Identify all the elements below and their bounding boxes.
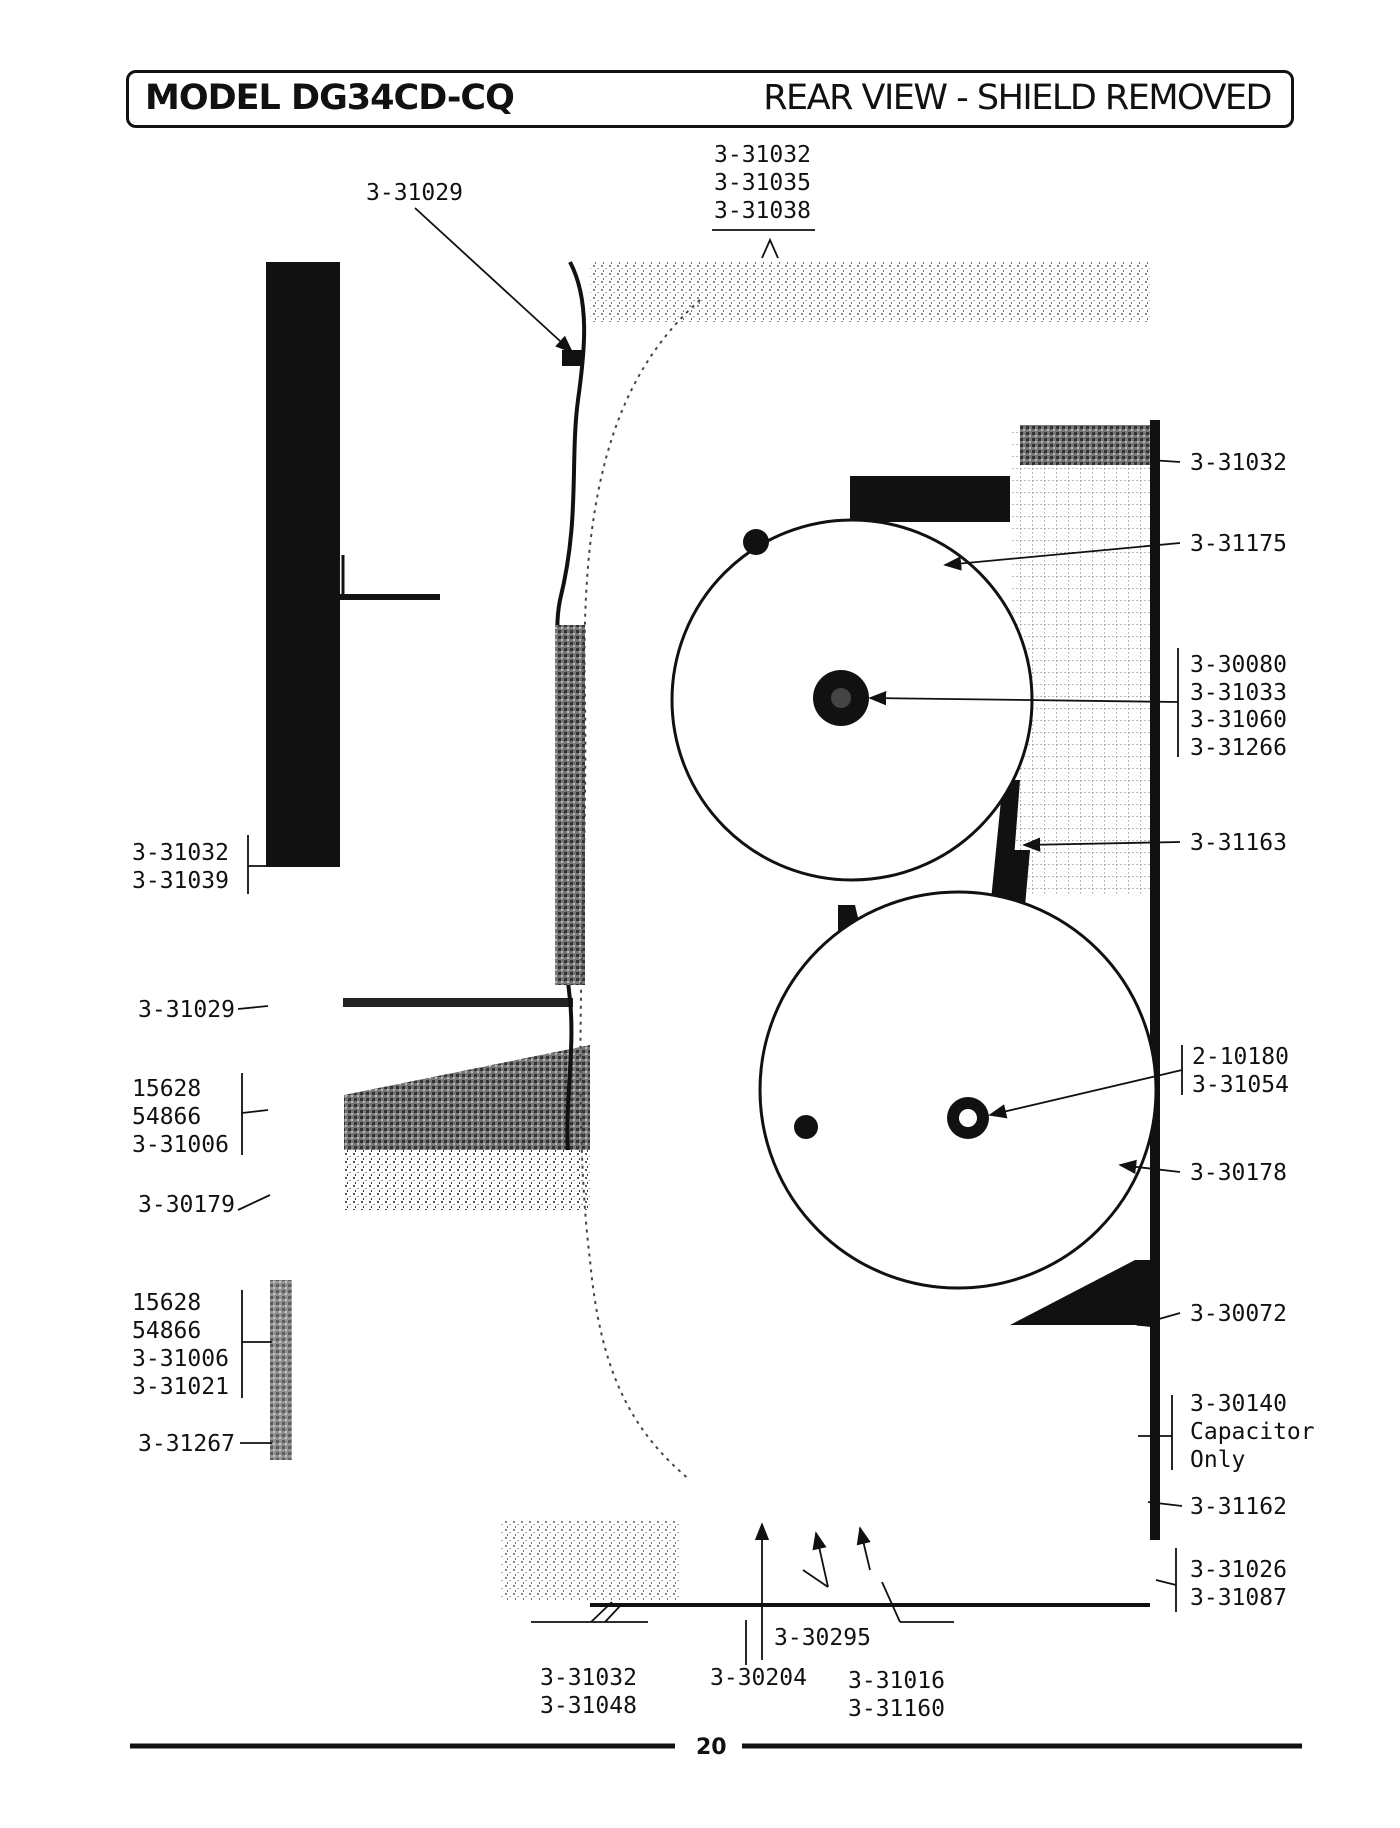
upper-pulley-hub-inner (831, 688, 851, 708)
callout-top-group-3: 3-31038 (714, 198, 811, 224)
callout-right-group-4-1: 3-31026 (1190, 1557, 1287, 1583)
leader-left-2 (237, 1194, 271, 1211)
callout-top-left: 3-31029 (366, 180, 463, 206)
left-edge-speckle (270, 1280, 292, 1460)
tub-outline (579, 299, 701, 1481)
header-frame: MODEL DG34CD-CQ REAR VIEW - SHIELD REMOV… (126, 70, 1294, 128)
model-title: MODEL DG34CD-CQ (145, 78, 515, 118)
upper-pulley-hole (743, 529, 769, 555)
callout-left-group-1-1: 3-31032 (132, 840, 229, 866)
left-panel-black (266, 262, 340, 867)
leader-bottom-group-1b (604, 1605, 621, 1623)
top-speckle-band (590, 262, 1150, 322)
callout-top-group-1: 3-31032 (714, 142, 811, 168)
callout-right-group-1-1: 3-30080 (1190, 652, 1287, 678)
callout-right-group-1-3: 3-31060 (1190, 707, 1287, 733)
view-title: REAR VIEW - SHIELD REMOVED (763, 78, 1272, 118)
callout-left-2: 3-30179 (138, 1192, 235, 1218)
callout-right-2: 3-31175 (1190, 531, 1287, 557)
upper-right-dark (850, 476, 1010, 522)
callout-right-5: 3-30072 (1190, 1301, 1287, 1327)
leader-right-6 (1147, 1501, 1183, 1507)
leader-right-1 (1149, 459, 1181, 463)
leader-top-group-arrow (761, 237, 779, 259)
callout-right-6: 3-31162 (1190, 1494, 1287, 1520)
callout-bottom-group-2-2: 3-31160 (848, 1696, 945, 1722)
callout-bottom-group-1-2: 3-31048 (540, 1693, 637, 1719)
lower-right-wedge (1010, 1260, 1150, 1325)
callout-right-group-4-2: 3-31087 (1190, 1585, 1287, 1611)
callout-right-1: 3-31032 (1190, 450, 1287, 476)
wedge-speckle (344, 1150, 590, 1210)
callout-right-3: 3-31163 (1190, 830, 1287, 856)
leader-bottom-group-2-arrow (856, 1526, 871, 1571)
drive-belt-right (990, 780, 1020, 910)
leader-right-group-2 (988, 1069, 1183, 1119)
callout-bottom-1: 3-30295 (774, 1625, 871, 1651)
callout-bottom-group-1-1: 3-31032 (540, 1665, 637, 1691)
callout-right-group-3-3: Only (1190, 1447, 1245, 1473)
right-frame-bar (1150, 420, 1160, 1540)
callout-right-group-1-4: 3-31266 (1190, 735, 1287, 761)
upper-right-shade (1020, 425, 1150, 465)
callout-right-group-2-1: 2-10180 (1192, 1044, 1289, 1070)
leader-right-group-1 (868, 691, 1179, 706)
callout-left-group-3-3: 3-31006 (132, 1346, 229, 1372)
callout-left-group-3-4: 3-31021 (132, 1374, 229, 1400)
callout-labels: 3-31032 3-31035 3-31038 3-31029 3-31032 … (132, 142, 1315, 1722)
machine-photo (266, 261, 1160, 1607)
leader-bottom-group-2 (881, 1581, 901, 1623)
lower-pulley (758, 890, 1158, 1290)
leader-right-4 (1118, 1159, 1181, 1175)
leader-right-2 (943, 542, 1181, 571)
leader-bottom-group-1a (590, 1601, 613, 1623)
bottom-speckle-band (500, 1520, 680, 1600)
callout-left-3: 3-31267 (138, 1431, 235, 1457)
leader-lines (237, 207, 1183, 1665)
callout-bottom-2: 3-30204 (710, 1665, 807, 1691)
leader-left-1 (237, 1005, 269, 1010)
callout-bottom-group-2-1: 3-31016 (848, 1668, 945, 1694)
lower-pulley-hole (794, 1115, 818, 1139)
right-grid-panel (1010, 425, 1150, 895)
wire-clamp-upper (562, 350, 584, 366)
callout-left-1: 3-31029 (138, 997, 235, 1023)
callout-left-group-3-1: 15628 (132, 1290, 201, 1316)
callout-left-group-1-2: 3-31039 (132, 868, 229, 894)
callout-left-group-2-3: 3-31006 (132, 1132, 229, 1158)
page-number: 20 (696, 1735, 727, 1760)
callout-top-group-2: 3-31035 (714, 170, 811, 196)
dark-strip-left (343, 998, 573, 1007)
callout-left-group-2-2: 54866 (132, 1104, 201, 1130)
footer: 20 (130, 1735, 1302, 1760)
callout-right-group-3-1: 3-30140 (1190, 1391, 1287, 1417)
leader-right-group-4 (1155, 1579, 1177, 1586)
wire-bundle (555, 625, 585, 985)
wedge-mid-left (344, 1045, 590, 1150)
callout-right-4: 3-30178 (1190, 1160, 1287, 1186)
leader-bottom-1a (812, 1531, 829, 1588)
callout-left-group-3-2: 54866 (132, 1318, 201, 1344)
leader-right-3 (1022, 837, 1181, 852)
callout-right-group-3-2: Capacitor (1190, 1419, 1315, 1445)
leader-right-5 (1136, 1312, 1181, 1328)
lower-pulley-hub-inner (959, 1109, 977, 1127)
leader-top-left (414, 207, 574, 354)
leader-bottom-1b (802, 1569, 829, 1588)
callout-left-group-2-1: 15628 (132, 1076, 201, 1102)
callout-right-group-2-2: 3-31054 (1192, 1072, 1289, 1098)
leader-left-group-2 (241, 1109, 269, 1114)
callout-right-group-1-2: 3-31033 (1190, 680, 1287, 706)
